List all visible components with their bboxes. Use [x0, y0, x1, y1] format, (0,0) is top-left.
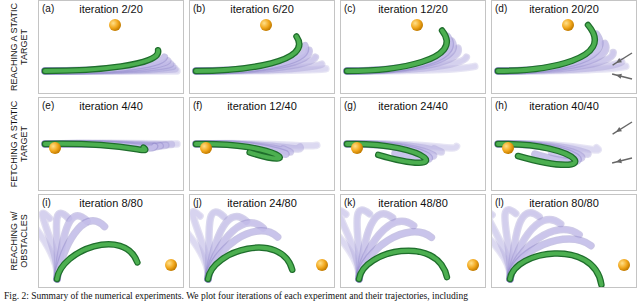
figure-caption: Fig. 2: Summary of the numerical experim… — [4, 290, 636, 302]
trajectory — [359, 232, 431, 279]
final-trajectory — [208, 248, 292, 279]
final-trajectory — [196, 37, 299, 72]
final-trajectory-outline — [45, 50, 158, 71]
experiment-panel: (j)iteration 24/80 — [189, 194, 335, 288]
panel-title: iteration 48/80 — [341, 197, 485, 209]
final-trajectory — [510, 253, 601, 284]
final-trajectory-outline — [196, 37, 299, 72]
panel-title: iteration 80/80 — [492, 197, 636, 209]
final-trajectory-outline — [57, 244, 137, 279]
experiment-panel: (i)iteration 8/80 — [38, 194, 184, 288]
row-label: FETCHING A STATIC TARGET — [4, 97, 34, 191]
panel-title: iteration 24/40 — [341, 100, 485, 112]
final-trajectory-outline — [498, 25, 595, 71]
panel-title: iteration 24/80 — [190, 197, 334, 209]
panel-title: iteration 12/20 — [341, 3, 485, 15]
target-ball — [562, 19, 574, 31]
trajectory-outline — [359, 232, 431, 279]
experiment-panel: (l)iteration 80/80 — [491, 194, 637, 288]
panel-letter: (h) — [495, 100, 507, 111]
final-trajectory — [498, 25, 595, 71]
panel-title: iteration 4/40 — [39, 100, 183, 112]
panel-letter: (e) — [42, 100, 54, 111]
panel-letter: (a) — [42, 3, 54, 14]
experiment-panel: (g)iteration 24/40 — [340, 97, 486, 191]
trajectory-outline — [208, 231, 278, 279]
target-ball — [316, 259, 328, 271]
panel-title: iteration 8/80 — [39, 197, 183, 209]
target-ball — [618, 259, 630, 271]
panel-title: iteration 20/20 — [492, 3, 636, 15]
target-ball — [351, 142, 363, 154]
trajectories — [45, 143, 177, 150]
final-trajectory — [45, 50, 158, 71]
target-ball — [467, 259, 479, 271]
panel-letter: (l) — [495, 197, 504, 208]
experiment-panel: (k)iteration 48/80 — [340, 194, 486, 288]
final-trajectory-outline — [208, 248, 292, 279]
final-trajectory-outline — [359, 251, 447, 279]
panel-letter: (i) — [42, 197, 51, 208]
pointer-arrowhead — [616, 127, 622, 132]
pointer-arrowhead — [616, 74, 622, 79]
experiment-panel: (e)iteration 4/40 — [38, 97, 184, 191]
target-ball — [502, 142, 514, 154]
experiment-panel: (d)iteration 20/20 — [491, 0, 637, 94]
experiment-panel: (b)iteration 6/20 — [189, 0, 335, 94]
panel-letter: (j) — [193, 197, 202, 208]
trajectories — [498, 25, 626, 71]
row-label: REACHING w/ OBSTACLES — [4, 194, 34, 288]
final-trajectory-outline — [347, 31, 447, 71]
panel-letter: (k) — [344, 197, 356, 208]
trajectories — [196, 144, 317, 159]
pointer-arrow — [613, 122, 632, 134]
panel-letter: (b) — [193, 3, 205, 14]
trajectories — [190, 212, 292, 279]
row-label: REACHING A STATIC TARGET — [4, 0, 34, 94]
pointer-arrow — [612, 74, 632, 79]
trajectories — [492, 210, 601, 285]
trajectories — [341, 210, 447, 279]
trajectories — [347, 144, 457, 163]
panel-title: iteration 12/40 — [190, 100, 334, 112]
final-trajectory — [347, 31, 447, 71]
trajectory — [208, 231, 278, 279]
experiment-panel: (a)iteration 2/20 — [38, 0, 184, 94]
panel-title: iteration 40/40 — [492, 100, 636, 112]
target-ball — [200, 142, 212, 154]
trajectories — [347, 31, 475, 71]
final-trajectory — [57, 244, 137, 279]
panel-letter: (c) — [344, 3, 356, 14]
target-ball — [165, 259, 177, 271]
target-ball — [49, 142, 61, 154]
target-ball — [411, 19, 423, 31]
panel-title: iteration 6/20 — [190, 3, 334, 15]
trajectories — [45, 50, 177, 71]
pointer-arrowhead — [616, 58, 622, 63]
panel-letter: (f) — [193, 100, 202, 111]
target-ball — [260, 19, 272, 31]
final-trajectory-outline — [510, 253, 601, 284]
pointer-arrowhead — [616, 158, 622, 163]
pointer-arrow — [612, 158, 632, 163]
panel-letter: (g) — [344, 100, 356, 111]
panel-letter: (d) — [495, 3, 507, 14]
final-trajectory — [359, 251, 447, 279]
panel-title: iteration 2/20 — [39, 3, 183, 15]
experiment-panel: (f)iteration 12/40 — [189, 97, 335, 191]
experiment-panel: (c)iteration 12/20 — [340, 0, 486, 94]
pointer-arrow — [613, 53, 632, 65]
target-ball — [109, 19, 121, 31]
trajectories — [196, 37, 326, 72]
trajectories — [39, 213, 137, 279]
experiment-panel: (h)iteration 40/40 — [491, 97, 637, 191]
